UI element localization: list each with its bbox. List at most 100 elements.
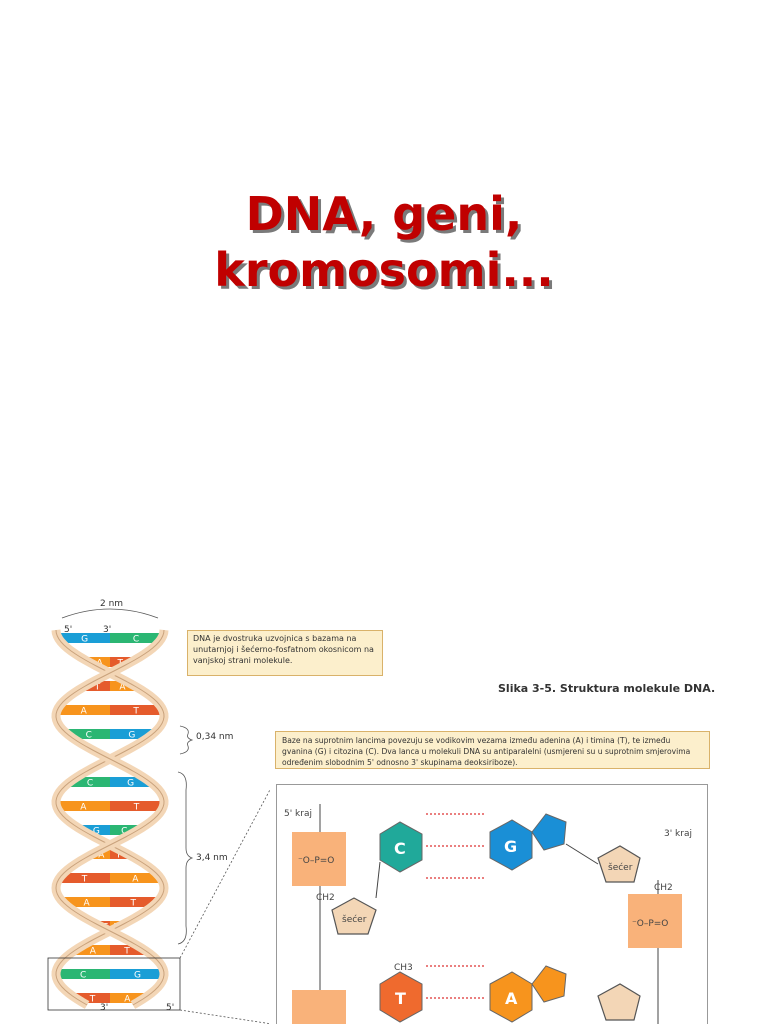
base-letter-7-a: A — [80, 803, 87, 813]
base-letter-3-a: A — [81, 707, 88, 717]
helix-callout: DNA je dvostruka uzvojnica s bazama na u… — [187, 630, 383, 676]
base-g-rung — [58, 633, 110, 643]
base-letter-10-a: T — [81, 875, 88, 885]
base-letter-15-a: T — [89, 995, 96, 1005]
base-g-rung — [110, 729, 153, 739]
base-letter-14-a: C — [80, 971, 86, 981]
base-g-rung — [110, 969, 164, 979]
backbone-strand-1-edge — [55, 629, 165, 1006]
base-letter-2-b: A — [119, 683, 126, 693]
ch2-label-1: CH2 — [316, 893, 335, 903]
base-pairing-callout: Baze na suprotnim lancima povezuju se vo… — [275, 731, 710, 769]
base-letter-8-b: C — [121, 827, 127, 837]
base-letter-0-a: G — [81, 635, 88, 645]
base-t-rung — [59, 873, 110, 883]
base-letter-9-a: A — [98, 851, 105, 861]
base-a-rung — [110, 993, 145, 1003]
base-letter-10-b: A — [132, 875, 139, 885]
phosphate-group-3 — [628, 894, 682, 948]
phosphate-group-1 — [292, 832, 346, 886]
base-letter-4-a: C — [86, 731, 92, 741]
width-bracket — [61, 608, 159, 619]
base-c-rung — [67, 729, 110, 739]
sugar-ring-left — [331, 897, 377, 935]
base-c-rung — [110, 825, 139, 835]
zoom-box — [47, 957, 181, 1011]
base-letter-9-b: T — [115, 851, 122, 861]
base-c-rung — [69, 777, 110, 787]
phosphate-text-3: ⁻O–P=O — [632, 919, 668, 929]
base-a-rung — [56, 801, 110, 811]
base-letter-4-b: G — [128, 731, 135, 741]
base-t-rung — [110, 801, 164, 811]
base-c-rung — [56, 969, 110, 979]
sugar-label-right: šećer — [608, 862, 633, 873]
sugar-ring-right-2 — [597, 983, 641, 1021]
title-line-1: DNA, geni, — [245, 187, 523, 241]
end-5-top: 5' — [64, 625, 72, 635]
adenine-ring-2 — [531, 965, 567, 1003]
base-t-rung — [110, 945, 145, 955]
turn-label: 3,4 nm — [196, 853, 228, 863]
base-t-rung — [75, 993, 110, 1003]
zoom-line-top — [179, 788, 270, 959]
base-t-rung — [110, 705, 163, 715]
spacing-bracket — [179, 725, 194, 755]
thymine-ring — [379, 971, 423, 1023]
sugar-label-left: šećer — [342, 914, 367, 925]
ch3-label: CH3 — [394, 963, 413, 973]
backbone-strand-2-edge — [55, 629, 165, 1006]
figure-caption: Slika 3-5. Struktura molekule DNA. — [498, 682, 716, 695]
sugar-phosphate-backbones — [51, 629, 169, 1009]
title-line-2: kromosomi... — [214, 243, 554, 297]
base-letter-13-a: A — [90, 947, 97, 957]
base-a-rung — [110, 681, 135, 691]
end-3-top: 3' — [103, 625, 111, 635]
cytosine-ring — [379, 821, 423, 873]
base-letter-8-a: G — [93, 827, 100, 837]
base-letter-3-b: T — [132, 707, 139, 717]
guanine-letter: G — [504, 837, 517, 856]
base-letter-6-a: C — [87, 779, 93, 789]
end-3-bottom: 3' — [100, 1003, 108, 1013]
right-end-label: 3' kraj — [664, 829, 692, 839]
base-a-rung — [75, 945, 110, 955]
base-a-rung — [62, 897, 110, 907]
base-letter-6-b: G — [127, 779, 134, 789]
base-a-rung — [57, 705, 110, 715]
sugar-ring-right — [597, 845, 641, 883]
guanine-glycosidic-bond — [565, 843, 599, 865]
turn-bracket — [177, 771, 194, 945]
base-c-rung — [110, 633, 162, 643]
adenine-letter: A — [505, 989, 518, 1008]
base-g-rung — [110, 777, 151, 787]
adenine-ring — [489, 971, 533, 1023]
guanine-ring-2 — [531, 813, 567, 851]
phosphate-group-2 — [292, 990, 346, 1024]
cytosine-glycosidic-bond — [375, 861, 381, 899]
chemical-structure-frame — [276, 784, 708, 1024]
base-a-rung — [110, 873, 161, 883]
base-t-rung — [110, 897, 158, 907]
base-letter-15-b: A — [124, 995, 131, 1005]
base-g-rung — [81, 825, 110, 835]
cytosine-letter: C — [394, 839, 406, 858]
left-end-label: 5' kraj — [284, 809, 312, 819]
base-t-rung — [110, 657, 132, 667]
base-letter-11-a: A — [83, 899, 90, 909]
base-t-rung — [85, 681, 110, 691]
base-letter-0-b: C — [133, 635, 139, 645]
spacing-label: 0,34 nm — [196, 732, 233, 742]
guanine-ring — [489, 819, 533, 871]
width-label: 2 nm — [100, 599, 123, 609]
page-title: DNA, geni, kromosomi... — [0, 186, 768, 298]
phosphate-text-1: ⁻O–P=O — [298, 856, 334, 866]
ch2-label-2: CH2 — [654, 883, 673, 893]
base-letter-14-b: G — [134, 971, 141, 981]
base-letter-11-b: T — [130, 899, 137, 909]
end-5-bottom: 5' — [166, 1003, 174, 1013]
base-letter-13-b: T — [123, 947, 130, 957]
